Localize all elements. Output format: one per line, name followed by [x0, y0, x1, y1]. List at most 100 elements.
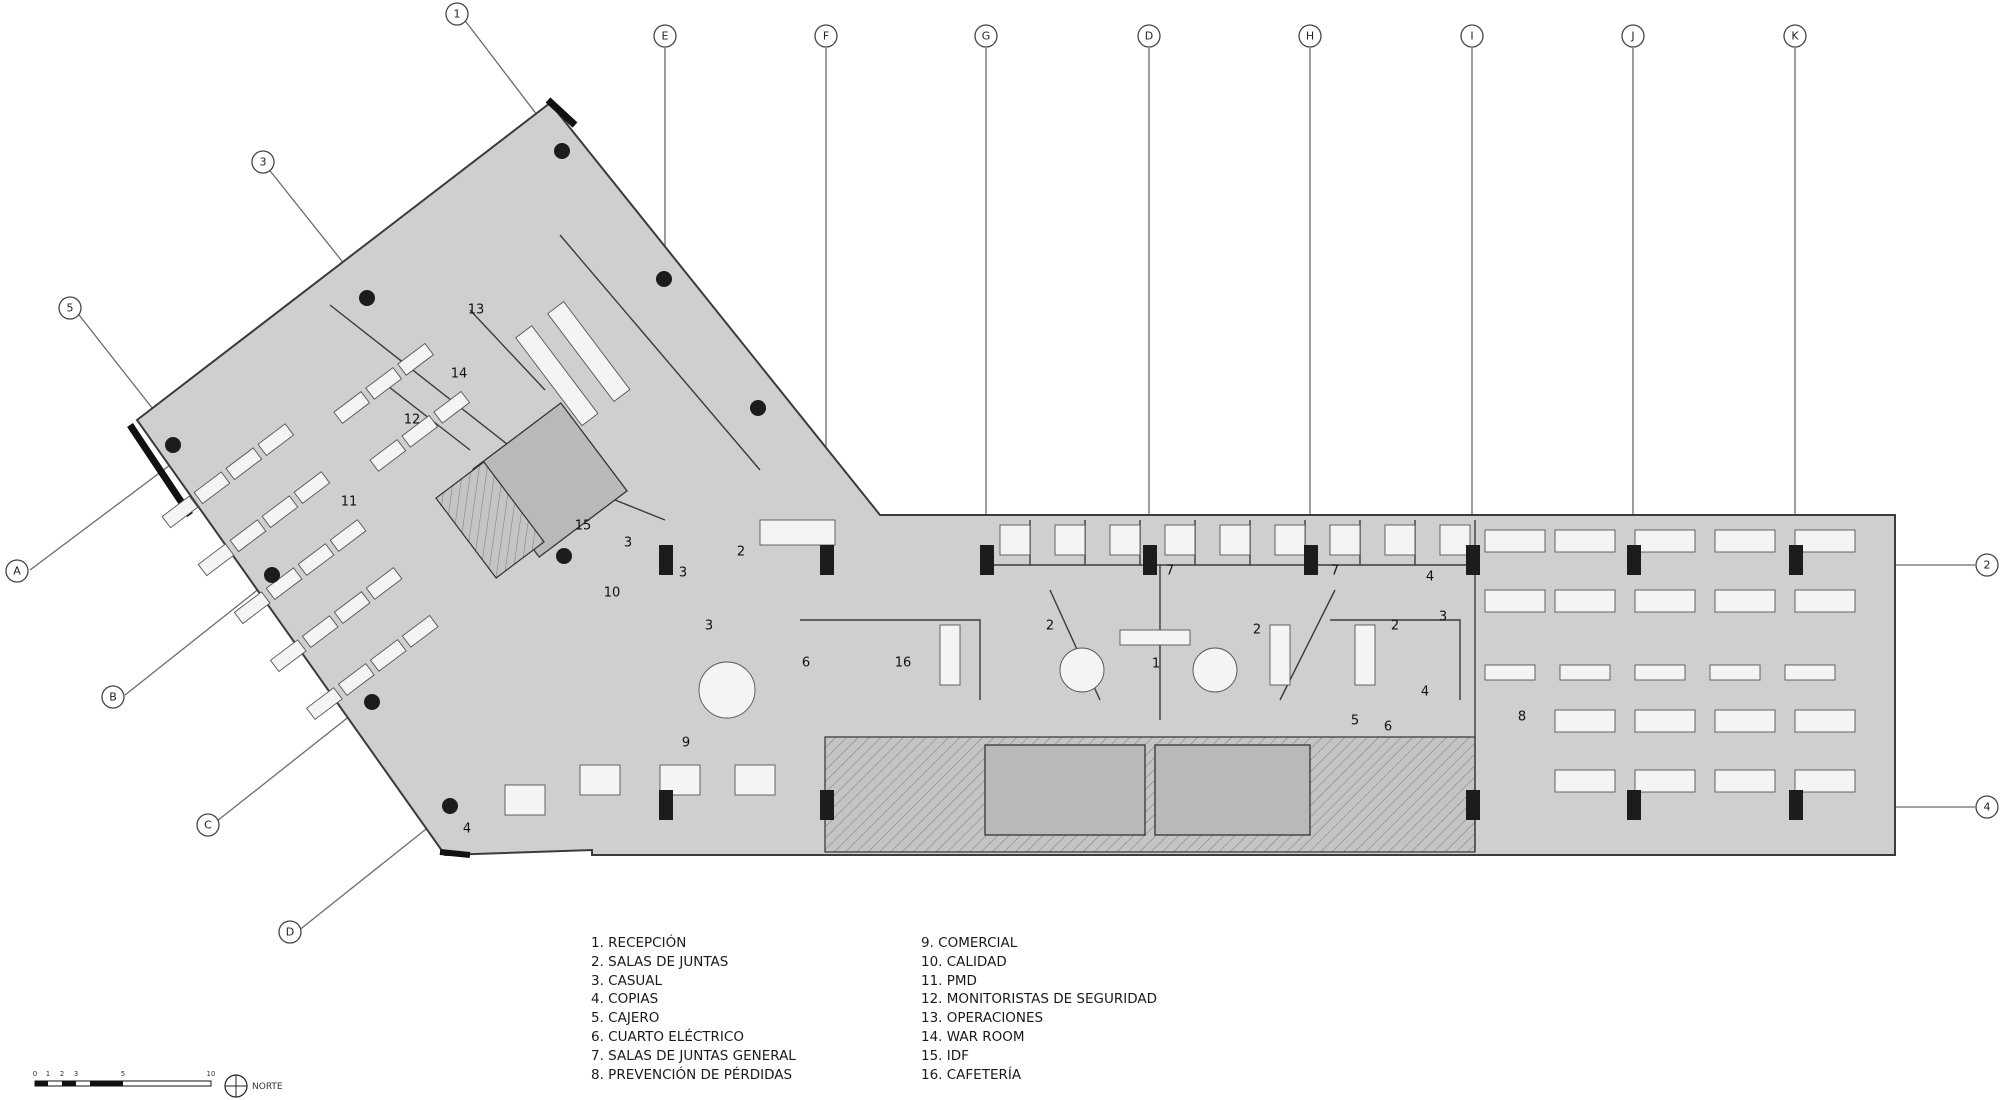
- legend-item: 16. CAFETERÍA: [921, 1066, 1022, 1083]
- scale-tick: 0: [33, 1070, 37, 1078]
- axis-bubble-E: E: [653, 24, 677, 48]
- room-number: 14: [451, 367, 468, 382]
- legend-item: 2. SALAS DE JUNTAS: [591, 953, 729, 970]
- legend-item: 6. CUARTO ELÉCTRICO: [591, 1028, 744, 1045]
- legend-item: 10. CALIDAD: [921, 953, 1007, 970]
- svg-text:I: I: [1470, 30, 1473, 43]
- axis-bubble-F: F: [814, 24, 838, 48]
- legend-item: 5. CAJERO: [591, 1010, 660, 1027]
- svg-text:D: D: [286, 926, 294, 939]
- svg-text:4: 4: [1984, 801, 1991, 814]
- legend-item: 15. IDF: [921, 1047, 969, 1064]
- legend-item: 7. SALAS DE JUNTAS GENERAL: [591, 1047, 796, 1064]
- legend-left: 1. RECEPCIÓN 2. SALAS DE JUNTAS 3. CASUA…: [591, 934, 796, 1084]
- vertical-axis-bubbles: E F G D H I J K: [653, 24, 1807, 48]
- svg-text:F: F: [823, 30, 829, 43]
- room-number: 2: [1253, 623, 1261, 638]
- svg-text:B: B: [109, 691, 117, 704]
- scale-tick: 10: [207, 1070, 216, 1078]
- room-number: 2: [1391, 619, 1399, 634]
- axis-bubble-2: 2: [1975, 553, 1999, 577]
- legend-item: 14. WAR ROOM: [921, 1028, 1025, 1045]
- room-number: 9: [682, 736, 690, 751]
- structural-columns: [165, 143, 1803, 820]
- room-number: 6: [802, 656, 810, 671]
- scale-bar: 0 1 2 3 5 10: [33, 1070, 216, 1087]
- svg-text:1: 1: [454, 8, 461, 21]
- axis-bubble-3: 3: [251, 150, 275, 174]
- svg-text:5: 5: [67, 302, 74, 315]
- room-number: 11: [341, 495, 358, 510]
- room-number-labels: 1 2 2 2 2 3 3 3 3 4 4 4 5 6 6 7 7 8 9 10…: [341, 303, 1526, 837]
- axis-bubble-C: C: [196, 813, 220, 837]
- scale-tick: 5: [121, 1070, 125, 1078]
- axis-bubble-1: 1: [445, 2, 469, 26]
- axis-bubble-H: H: [1298, 24, 1322, 48]
- room-number: 7: [1166, 564, 1174, 579]
- legend-item: 1. RECEPCIÓN: [591, 935, 687, 951]
- diagonal-left-axis-bubbles: A B C D: [5, 559, 302, 944]
- svg-text:D: D: [1145, 30, 1153, 43]
- room-number: 15: [575, 519, 592, 534]
- diagonal-wing-desks: [161, 300, 631, 721]
- building-outline: [127, 97, 1896, 858]
- room-number: 6: [1384, 720, 1392, 735]
- room-number: 12: [404, 413, 421, 428]
- svg-text:J: J: [1630, 30, 1634, 43]
- axis-bubble-B: B: [101, 685, 125, 709]
- horizontal-wing-rooms: [800, 520, 1476, 853]
- svg-text:G: G: [982, 30, 991, 43]
- svg-text:K: K: [1791, 30, 1799, 43]
- room-number: 7: [1331, 564, 1339, 579]
- legend-item: 11. PMD: [921, 972, 977, 989]
- legend-right: 9. COMERCIAL 10. CALIDAD 11. PMD 12. MON…: [921, 934, 1157, 1084]
- vertical-axis-lines: [29, 13, 1975, 936]
- axis-bubble-A: A: [5, 559, 29, 583]
- legend-item: 13. OPERACIONES: [921, 1010, 1044, 1027]
- room-number: 2: [737, 545, 745, 560]
- legend-item: 3. CASUAL: [591, 972, 663, 989]
- svg-text:3: 3: [260, 156, 267, 169]
- axis-bubble-G: G: [974, 24, 998, 48]
- room-number: 5: [1351, 714, 1359, 729]
- scale-tick: 1: [46, 1070, 50, 1078]
- svg-text:E: E: [662, 30, 669, 43]
- axis-bubble-5: 5: [58, 296, 82, 320]
- diagonal-wing-rooms: [329, 234, 761, 579]
- room-number: 4: [1421, 685, 1429, 700]
- room-number: 2: [1046, 619, 1054, 634]
- svg-text:C: C: [204, 819, 212, 832]
- axis-bubble-I: I: [1460, 24, 1484, 48]
- room-number: 3: [1439, 610, 1447, 625]
- svg-text:H: H: [1306, 30, 1314, 43]
- axis-bubble-J: J: [1621, 24, 1645, 48]
- north-label: NORTE: [252, 1082, 283, 1092]
- axis-bubble-D: D: [1137, 24, 1161, 48]
- room-number: 4: [1426, 570, 1434, 585]
- room-number: 10: [604, 586, 621, 601]
- svg-text:A: A: [13, 565, 21, 578]
- legend-item: 9. COMERCIAL: [921, 935, 1018, 951]
- scale-tick: 3: [74, 1070, 78, 1078]
- room-number: 1: [1152, 657, 1160, 672]
- horizontal-axis-bubbles: 2 4: [1975, 553, 1999, 819]
- scale-tick: 2: [60, 1070, 64, 1078]
- axis-bubble-D-diagonal: D: [278, 920, 302, 944]
- axis-bubble-K: K: [1783, 24, 1807, 48]
- diagonal-top-axis-bubbles: 1 3 5: [58, 2, 469, 320]
- room-number: 16: [895, 656, 912, 671]
- north-indicator: NORTE: [224, 1074, 283, 1098]
- svg-text:2: 2: [1984, 559, 1991, 572]
- axis-bubble-4: 4: [1975, 795, 1999, 819]
- room-number: 8: [1518, 710, 1526, 725]
- horizontal-wing-desks: [504, 519, 1856, 816]
- room-number: 3: [624, 536, 632, 551]
- legend-item: 4. COPIAS: [591, 991, 659, 1008]
- room-number: 3: [705, 619, 713, 634]
- legend-item: 8. PREVENCIÓN DE PÉRDIDAS: [591, 1066, 793, 1083]
- room-number: 13: [468, 303, 485, 318]
- room-number: 4: [463, 822, 471, 837]
- room-number: 3: [679, 566, 687, 581]
- legend-item: 12. MONITORISTAS DE SEGURIDAD: [921, 991, 1158, 1008]
